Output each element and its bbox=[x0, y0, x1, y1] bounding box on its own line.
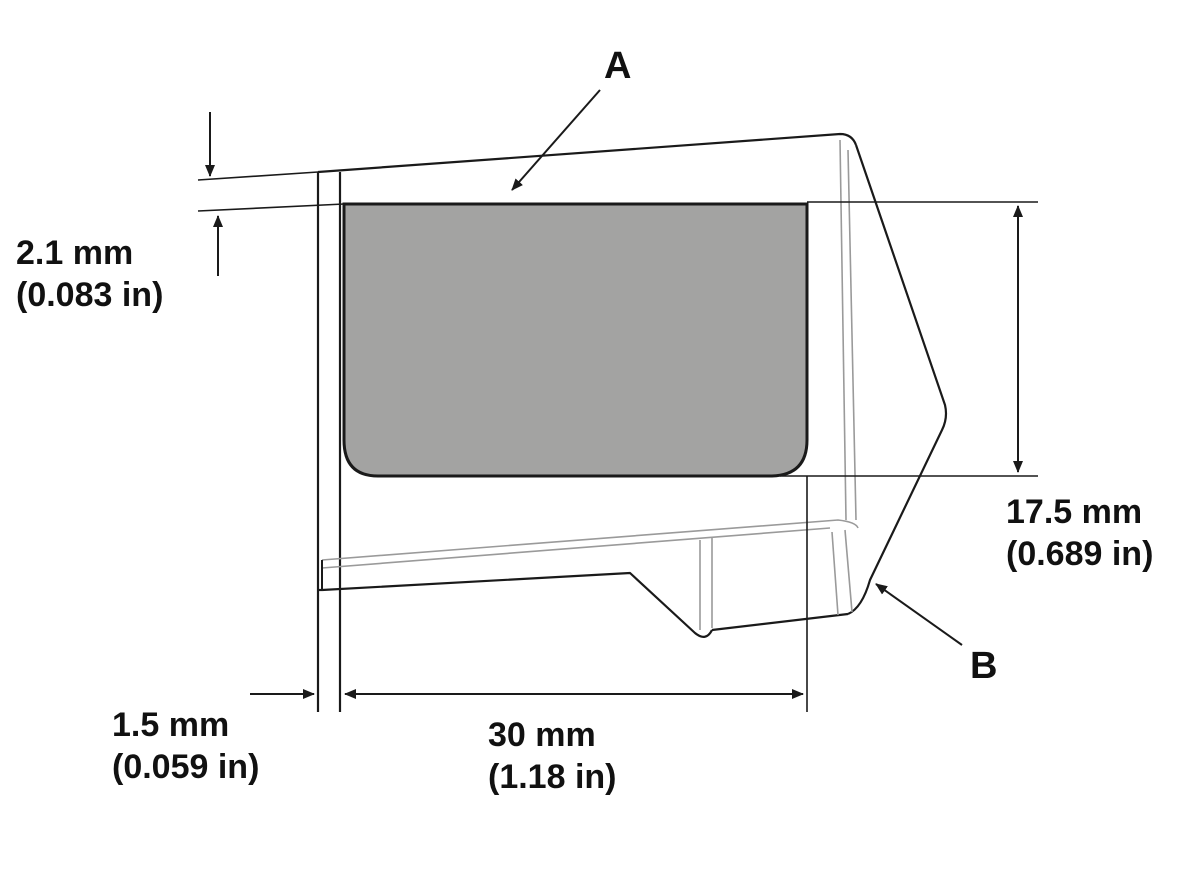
part-inner-lines bbox=[321, 139, 859, 630]
body-bottom-notch bbox=[321, 571, 713, 638]
callout-label-b: B bbox=[970, 645, 997, 687]
dim-offset-inch: (0.083 in) bbox=[16, 276, 163, 314]
dimension-arrows bbox=[205, 112, 1023, 699]
ext-top-offset-lower bbox=[197, 203, 345, 212]
ext-top-offset-upper bbox=[197, 171, 319, 181]
dim-side-gap-inch: (0.059 in) bbox=[112, 748, 259, 786]
body-top-edge bbox=[317, 132, 858, 174]
leader-b bbox=[875, 583, 963, 646]
leader-a bbox=[511, 89, 601, 191]
inner-right-line-b bbox=[839, 139, 847, 521]
callout-label-a: A bbox=[604, 45, 631, 87]
inner-lower-right-line-b bbox=[844, 529, 853, 613]
inner-ledge-line bbox=[321, 519, 859, 561]
part-body bbox=[316, 132, 948, 712]
body-right-edge bbox=[847, 144, 948, 616]
dim-offset-mm: 2.1 mm bbox=[16, 234, 133, 272]
extension-lines bbox=[197, 171, 1038, 712]
inner-lower-right-line-a bbox=[831, 531, 839, 616]
dim-height-inch: (0.689 in) bbox=[1006, 535, 1153, 573]
dim-width-inch: (1.18 in) bbox=[488, 758, 616, 796]
inner-ledge-line-b bbox=[321, 527, 831, 569]
dim-width-mm: 30 mm bbox=[488, 716, 596, 754]
dim-height-mm: 17.5 mm bbox=[1006, 493, 1142, 531]
callout-leaders bbox=[511, 89, 963, 646]
pad-a bbox=[342, 202, 809, 478]
body-bottom-right-edge bbox=[711, 612, 849, 632]
dim-side-gap-mm: 1.5 mm bbox=[112, 706, 229, 744]
inner-right-line-a bbox=[847, 149, 857, 521]
